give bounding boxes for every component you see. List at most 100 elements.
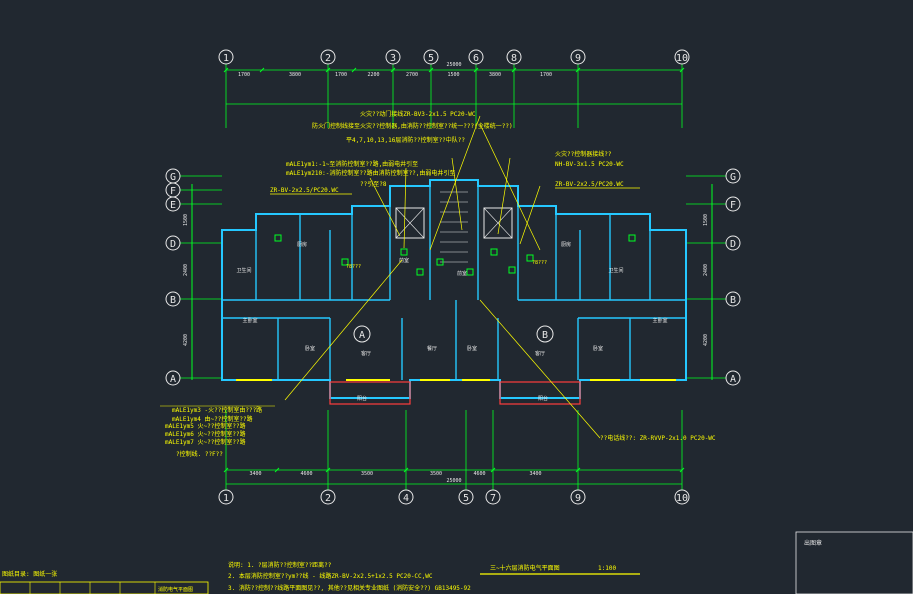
title-block-label: 出图章 xyxy=(804,539,822,547)
dimension-text: 4600 xyxy=(473,471,485,477)
axis-bubble xyxy=(725,168,741,184)
axis-bubble xyxy=(570,49,586,65)
axis-label-top: 3 xyxy=(390,53,396,64)
fire-device-symbol xyxy=(416,268,424,276)
balcony xyxy=(499,381,581,405)
axis-bubble xyxy=(458,489,474,505)
axis-bubble xyxy=(385,49,401,65)
fire-device-symbol xyxy=(400,248,408,256)
axis-bubble xyxy=(398,489,414,505)
drawing-list-cell: 消防电气平面图 xyxy=(158,586,193,593)
annotation-bottom-left: mALE1ym5 火~??控制室??路 xyxy=(165,422,246,430)
axis-label-bottom: 2 xyxy=(325,493,331,504)
annotation-mid: ?8??? xyxy=(532,260,547,266)
axis-bubble xyxy=(468,49,484,65)
axis-bubble xyxy=(320,49,336,65)
axis-label-top: 2 xyxy=(325,53,331,64)
room-label: 厨房 xyxy=(297,241,307,248)
leader-line xyxy=(451,157,463,231)
fire-device-symbol xyxy=(466,268,474,276)
axis-bubble xyxy=(320,489,336,505)
dimension-text: 2400 xyxy=(183,264,189,276)
plan-scale: 1:100 xyxy=(598,565,616,572)
annotation-top: mALE1ym210:-消防控制室??路由消防控制室??,由弱电井引至 xyxy=(286,169,455,177)
annotation-top: 平4,7,10,13,16层消防??控制室??中队?? xyxy=(346,136,465,144)
annotation-bottom-left: mALE1ym6 火~??控制室??路 xyxy=(165,430,246,438)
fire-device-symbol xyxy=(526,254,534,262)
leader-line xyxy=(479,123,541,251)
fire-device-symbol xyxy=(628,234,636,242)
unit-marker xyxy=(536,325,554,343)
axis-bubble xyxy=(485,489,501,505)
dimension-text: 1500 xyxy=(447,72,459,78)
room-label: 卧室 xyxy=(467,345,477,352)
axis-label-bottom: 1 xyxy=(223,493,229,504)
annotation-top: ??引至?8 xyxy=(360,180,387,188)
dimension-text: 4600 xyxy=(300,471,312,477)
plan-title: 三~十六层消防电气平面图 xyxy=(490,564,560,572)
axis-label-left: D xyxy=(170,239,176,250)
unit-label-a: A xyxy=(359,330,365,341)
dimension-text: 3800 xyxy=(289,72,301,78)
dimension-text: 3400 xyxy=(529,471,541,477)
axis-label-top: 1 xyxy=(223,53,229,64)
dimension-text: 1700 xyxy=(540,72,552,78)
tick xyxy=(490,467,496,473)
room-label: 前室 xyxy=(457,270,467,277)
room-label: 前室 xyxy=(399,257,409,264)
balcony xyxy=(329,381,411,405)
annotation-bottom-right: ??电话线??: ZR-RVVP-2x1.0 PC20-WC xyxy=(600,434,716,442)
room-label: 阳台 xyxy=(538,395,548,402)
annotation-mid: ?8??? xyxy=(346,264,361,270)
room-label: 卧室 xyxy=(305,345,315,352)
annotation-right: NH-BV-3x1.5 PC20-WC xyxy=(555,161,624,168)
axis-bubble xyxy=(218,49,234,65)
tick xyxy=(428,67,434,73)
dimension-text: 1700 xyxy=(335,72,347,78)
room-label: 卫生间 xyxy=(236,267,251,274)
annotation-bottom-left: mALE1ym4 由~??控制室??路 xyxy=(172,415,253,423)
dimension-text: 1700 xyxy=(238,72,250,78)
room-label: 主卧室 xyxy=(242,317,257,324)
axis-label-top: 8 xyxy=(511,53,517,64)
room-label: 客厅 xyxy=(361,350,371,357)
annotation-top: 火灾??动门接线ZR-BV3-2x1.5 PC20-WC xyxy=(360,110,476,118)
title-block xyxy=(795,531,913,594)
room-label: 厨房 xyxy=(561,241,571,248)
dimension-text: 3500 xyxy=(361,471,373,477)
tick xyxy=(223,467,229,473)
drawing-list-table xyxy=(0,581,209,594)
leader-line xyxy=(403,167,407,249)
tick xyxy=(325,67,331,73)
elevator-shaft xyxy=(395,207,425,239)
general-note: 3. 消防??控制??线路平面图见??, 其他??见相关专业图纸 (消防安全??… xyxy=(228,584,471,592)
axis-label-right: F xyxy=(730,200,736,211)
tick xyxy=(511,67,517,73)
tick xyxy=(575,467,581,473)
axis-label-left: B xyxy=(170,295,176,306)
fire-device-symbol xyxy=(490,248,498,256)
annotation-top: 防火门控制线接至火灾??控制器,由消防??控制室??统一???(全楼统一??) xyxy=(312,122,513,130)
fire-device-symbol xyxy=(508,266,516,274)
unit-marker xyxy=(353,325,371,343)
annotation-bottom-left: mALE1ym3 -火??控制室由???路 xyxy=(172,406,262,414)
tick xyxy=(403,467,409,473)
axis-bubble xyxy=(725,235,741,251)
axis-label-top: 9 xyxy=(575,53,581,64)
room-label: 主卧室 xyxy=(652,317,667,324)
tick xyxy=(325,467,331,473)
dimension-text: 2400 xyxy=(703,264,709,276)
axis-bubble xyxy=(674,49,690,65)
axis-label-bottom: 10 xyxy=(676,493,688,504)
room-label: 阳台 xyxy=(357,395,367,402)
tick xyxy=(259,67,265,73)
room-label: 客厅 xyxy=(535,350,545,357)
tick xyxy=(679,67,685,73)
tick xyxy=(575,67,581,73)
dimension-text: 2200 xyxy=(367,72,379,78)
axis-bubble xyxy=(725,370,741,386)
dimension-text: 3400 xyxy=(249,471,261,477)
fire-device-symbol xyxy=(436,258,444,266)
annotation-top: ZR-BV-2x2.5/PC20.WC xyxy=(270,187,339,194)
axis-bubble xyxy=(165,196,181,212)
